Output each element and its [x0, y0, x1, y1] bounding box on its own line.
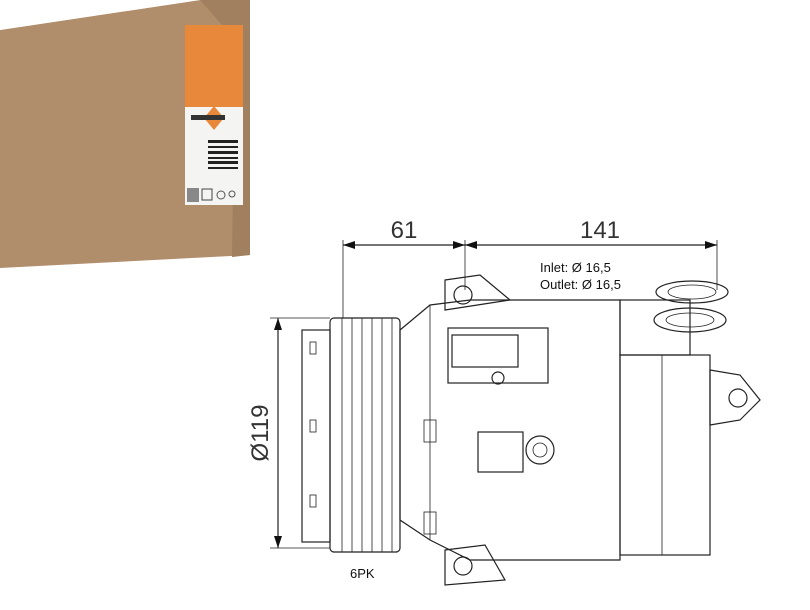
outlet-spec: Outlet: Ø 16,5: [540, 277, 621, 292]
dim-body-length: 141: [580, 217, 620, 244]
mounting-ear-rear: [709, 369, 761, 426]
info-icon: [228, 190, 236, 198]
belt-type-label: 6PK: [350, 566, 375, 581]
barcode: [208, 140, 238, 169]
clutch-plate: [301, 329, 331, 543]
nrf-logo-text: [191, 115, 225, 120]
small-barcode: [187, 188, 199, 202]
product-box: [0, 0, 250, 268]
mounting-ear-top: [444, 274, 512, 311]
recycle-icon: [216, 190, 226, 200]
bolt: [525, 435, 555, 465]
mounting-ear-bottom: [444, 544, 506, 586]
compressor-drawing: 61 141 Ø119 Inlet: Ø 16,5 Outlet: Ø 16,5…: [247, 217, 761, 586]
refrigerant-ports: [653, 280, 729, 333]
compressor-body: [399, 299, 621, 561]
inlet-spec: Inlet: Ø 16,5: [540, 260, 611, 275]
pulley: [329, 317, 401, 553]
dim-clutch-length: 61: [391, 217, 418, 244]
eac-mark: [201, 188, 213, 201]
orange-label: [185, 25, 243, 107]
dim-pulley-diameter: Ø119: [247, 405, 274, 462]
rear-housing: [619, 354, 711, 556]
electrical-connector: [447, 327, 549, 384]
